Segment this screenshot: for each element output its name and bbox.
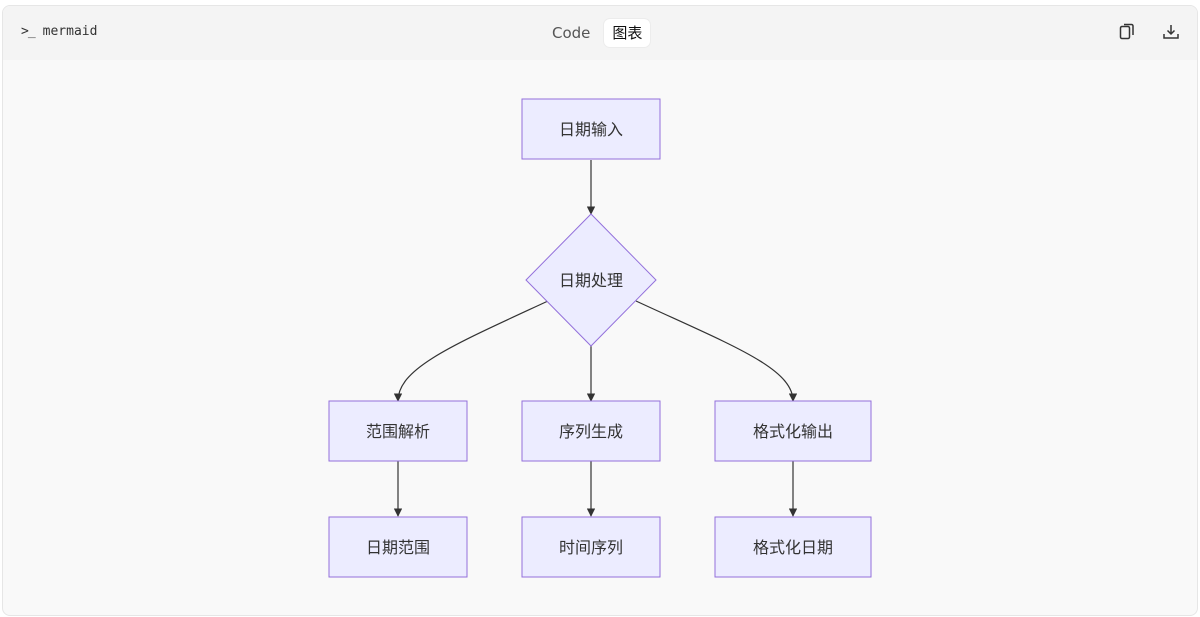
- node-process: 日期处理: [525, 213, 657, 347]
- node-format-date: 格式化日期: [714, 516, 872, 578]
- edge-process-to-format-out: [635, 300, 798, 402]
- node-format-date-label: 格式化日期: [753, 538, 833, 557]
- code-block-header: >_ mermaid Code 图表: [3, 6, 1197, 60]
- node-date-range-label: 日期范围: [366, 538, 430, 557]
- node-time-seq: 时间序列: [521, 516, 661, 578]
- edge-process-to-range-parse: [393, 300, 549, 402]
- copy-icon: [1119, 23, 1134, 40]
- node-format-out: 格式化输出: [714, 400, 872, 462]
- node-time-seq-label: 时间序列: [559, 538, 623, 557]
- code-block-frame: >_ mermaid Code 图表: [2, 5, 1198, 616]
- terminal-prompt-icon: >_: [21, 24, 36, 39]
- flowchart-svg: 日期输入 日期处理 范围解析 序列生成 格式化输出 日期范围: [328, 98, 872, 578]
- download-icon: [1163, 25, 1179, 39]
- copy-button[interactable]: [1116, 21, 1138, 43]
- diagram-canvas: 日期输入 日期处理 范围解析 序列生成 格式化输出 日期范围: [3, 60, 1197, 615]
- node-process-label: 日期处理: [559, 271, 623, 290]
- tab-diagram[interactable]: 图表: [604, 19, 651, 47]
- node-range-parse-label: 范围解析: [366, 422, 430, 441]
- language-indicator: >_ mermaid: [21, 24, 97, 39]
- node-seq-gen-label: 序列生成: [559, 422, 623, 441]
- node-input-label: 日期输入: [559, 120, 623, 139]
- tab-code[interactable]: Code: [552, 24, 591, 42]
- node-seq-gen: 序列生成: [521, 400, 661, 462]
- node-input: 日期输入: [521, 98, 661, 160]
- edges: [393, 160, 798, 517]
- node-date-range: 日期范围: [328, 516, 468, 578]
- download-button[interactable]: [1160, 21, 1182, 43]
- node-range-parse: 范围解析: [328, 400, 468, 462]
- node-format-out-label: 格式化输出: [753, 422, 833, 441]
- view-tabs: Code 图表: [544, 19, 651, 47]
- language-label: mermaid: [42, 24, 98, 39]
